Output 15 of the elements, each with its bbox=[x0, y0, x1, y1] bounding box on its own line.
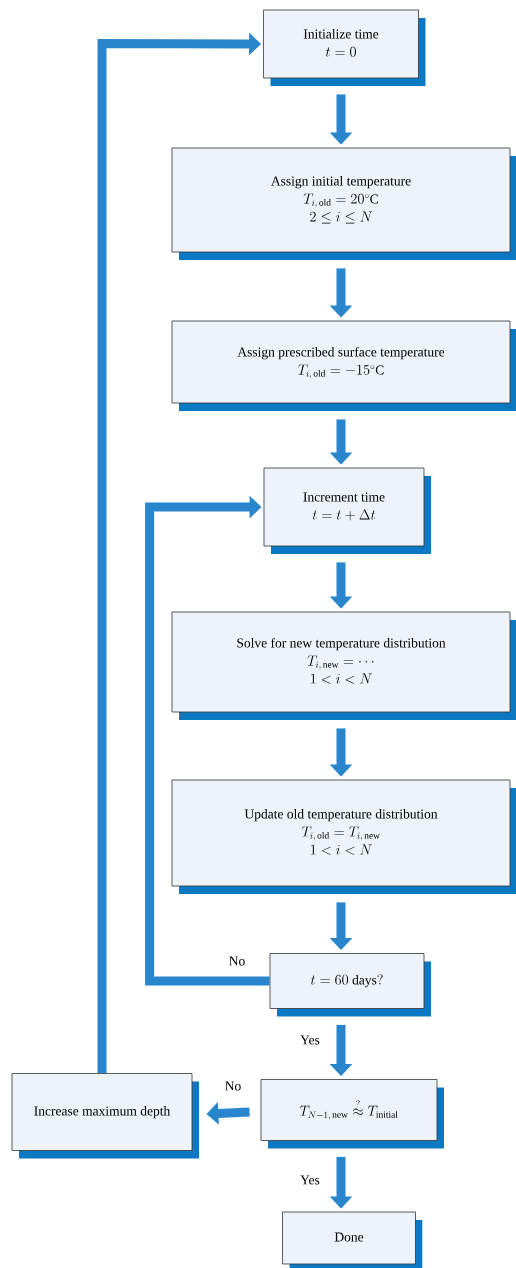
process-box: Increment time $t = t + \Delta t$ bbox=[263, 467, 431, 554]
process-box: $t = 60\ \mathrm{days?}$ bbox=[269, 953, 431, 1017]
process-box: Update old temperature distribution $T_{i,\,\mathrm{old}} = T_{i,\,\mathrm{new}}$ $1 < i < N$ bbox=[171, 779, 516, 894]
process-box: $T_{N-1,\,\mathrm{new}} \stackrel{?}{\approx} T_{\mathrm{initial}}$ bbox=[260, 1079, 444, 1149]
edge-label: No bbox=[227, 955, 247, 967]
process-box: Increase maximum depth bbox=[11, 1073, 199, 1159]
edge-label: No bbox=[223, 1080, 243, 1092]
process-box: Solve for new temperature distribution $T_{i,\,\mathrm{new}} = \cdots$ $1 < i < N$ bbox=[171, 611, 516, 720]
process-box: Done bbox=[282, 1211, 423, 1268]
arrow bbox=[145, 495, 270, 986]
process-box: Assign prescribed surface temperature $T_{i,\,\mathrm{old}} = -15^{\circ}\mathrm{C}$ bbox=[171, 320, 516, 411]
edge-label: Yes bbox=[299, 1034, 321, 1046]
process-box: Initialize time $t = 0$ bbox=[263, 9, 426, 86]
process-box: Assign initial temperature $T_{i,\,\mathrm{old}} = 20^{\circ}\mathrm{C}$ $2 \le i \le N$ bbox=[171, 147, 516, 260]
edge-label: Yes bbox=[299, 1174, 321, 1186]
